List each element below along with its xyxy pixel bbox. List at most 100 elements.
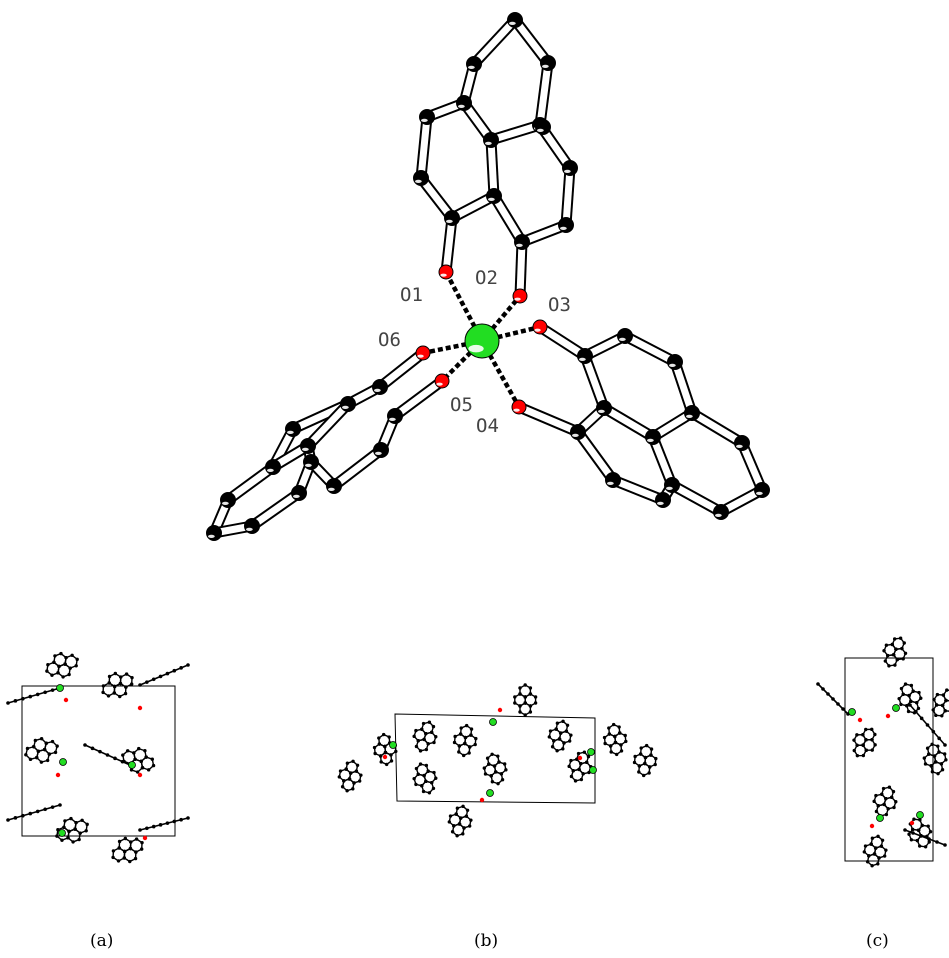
carbon-dot bbox=[432, 740, 436, 745]
carbon-dot bbox=[151, 677, 156, 682]
carbon-dot bbox=[384, 762, 389, 767]
carbon-atom-body bbox=[387, 408, 403, 424]
carbon-dot bbox=[874, 793, 878, 798]
carbon-dot bbox=[35, 692, 40, 697]
carbon-dot bbox=[28, 811, 33, 816]
metal-dot bbox=[876, 814, 884, 822]
carbon-atom-highlight bbox=[488, 197, 495, 202]
carbon-dot bbox=[430, 780, 434, 785]
carbon-dot bbox=[107, 681, 111, 685]
carbon-atom-body bbox=[754, 482, 770, 498]
carbon-dot bbox=[513, 695, 517, 699]
carbon-dot bbox=[649, 747, 654, 751]
carbon-dot bbox=[909, 699, 913, 704]
carbon-dot bbox=[555, 749, 559, 753]
carbon-dot bbox=[340, 785, 345, 789]
carbon-dot bbox=[338, 769, 343, 773]
label-o5: O5 bbox=[450, 394, 473, 416]
oxygen-dot bbox=[885, 713, 891, 719]
carbon-dot bbox=[60, 838, 64, 842]
carbon-dot bbox=[56, 671, 60, 675]
carbon-dot bbox=[567, 739, 572, 743]
carbon-dot bbox=[135, 770, 140, 774]
carbon-dot bbox=[32, 745, 36, 749]
carbon-dot bbox=[831, 697, 835, 701]
carbon-dot bbox=[931, 729, 936, 734]
carbon-dot bbox=[47, 752, 51, 756]
carbon-dot bbox=[463, 735, 468, 740]
carbon-dot bbox=[355, 763, 360, 768]
carbon-atom-body bbox=[645, 429, 661, 445]
carbon-dot bbox=[923, 762, 928, 766]
carbon-dot bbox=[140, 766, 145, 770]
carbon-dot bbox=[483, 772, 488, 776]
carbon-dot bbox=[582, 750, 587, 754]
covalent-bond bbox=[610, 474, 666, 506]
carbon-atom-highlight bbox=[715, 513, 722, 518]
carbon-dot bbox=[927, 752, 931, 756]
carbon-dot bbox=[865, 860, 870, 864]
carbon-dot bbox=[893, 663, 897, 667]
carbon-dot bbox=[452, 824, 456, 828]
carbon-dot bbox=[892, 637, 897, 641]
carbon-dot bbox=[565, 723, 570, 728]
carbon-dot bbox=[943, 843, 947, 847]
bond-core bbox=[602, 404, 655, 441]
carbon-dot bbox=[936, 771, 940, 776]
oxygen-atom bbox=[511, 399, 527, 415]
carbon-dot bbox=[77, 837, 81, 842]
carbon-dot bbox=[377, 736, 381, 740]
carbon-dot bbox=[493, 770, 498, 774]
carbon-dot bbox=[67, 672, 71, 677]
carbon-dot bbox=[880, 792, 884, 796]
carbon-atom-highlight bbox=[302, 447, 309, 452]
carbon-dot bbox=[637, 764, 642, 768]
bond-core bbox=[671, 360, 696, 415]
carbon-dot bbox=[880, 838, 885, 843]
carbon-dot bbox=[870, 727, 874, 732]
carbon-dot bbox=[67, 829, 71, 834]
carbon-atom-highlight bbox=[537, 128, 544, 133]
metal-complex-molecule bbox=[206, 12, 770, 541]
carbon-atom-highlight bbox=[736, 444, 743, 449]
carbon-atom-highlight bbox=[342, 405, 349, 410]
carbon-atom bbox=[754, 482, 770, 498]
carbon-dot bbox=[145, 826, 149, 831]
covalent-bond bbox=[330, 445, 385, 491]
carbon-dot bbox=[74, 820, 78, 825]
oxygen-dot bbox=[479, 797, 485, 803]
carbon-atom-highlight bbox=[572, 433, 579, 438]
covalent-bond bbox=[415, 116, 433, 179]
carbon-dot bbox=[569, 774, 574, 779]
oxygen-atom-body bbox=[438, 264, 454, 280]
carbon-dot bbox=[523, 713, 527, 717]
carbon-atom-body bbox=[372, 379, 388, 395]
carbon-dot bbox=[914, 709, 918, 714]
carbon-dot bbox=[416, 772, 420, 776]
bond-core bbox=[738, 441, 766, 492]
carbon-dot bbox=[932, 754, 937, 758]
covalent-bond bbox=[224, 462, 277, 505]
carbon-dot bbox=[36, 749, 41, 753]
carbon-dot bbox=[881, 786, 886, 791]
oxygen-dot bbox=[137, 705, 143, 711]
carbon-dot bbox=[863, 844, 868, 848]
bond-core bbox=[670, 481, 723, 516]
carbon-dot bbox=[496, 754, 500, 758]
carbon-atom bbox=[300, 438, 316, 454]
carbon-dot bbox=[431, 786, 436, 791]
carbon-atom-highlight bbox=[208, 534, 215, 539]
carbon-atom-highlight bbox=[756, 491, 763, 496]
carbon-dot bbox=[569, 758, 573, 763]
carbon-dot bbox=[579, 777, 584, 782]
carbon-dot bbox=[933, 760, 938, 764]
carbon-atom-highlight bbox=[485, 141, 492, 146]
carbon-dot bbox=[585, 760, 589, 765]
carbon-dot bbox=[528, 710, 533, 714]
ring bbox=[112, 847, 126, 862]
carbon-dot bbox=[35, 755, 39, 760]
carbon-dot bbox=[414, 782, 418, 787]
carbon-atom-highlight bbox=[389, 417, 396, 422]
carbon-dot bbox=[468, 745, 472, 749]
carbon-dot bbox=[50, 805, 55, 809]
